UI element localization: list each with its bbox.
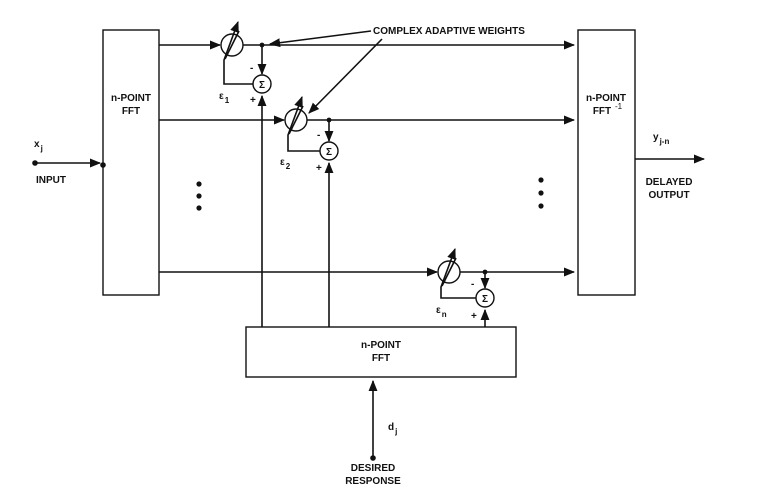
right-inverse-fft-block xyxy=(577,29,636,296)
weight-slash xyxy=(441,257,457,287)
plus-sign: + xyxy=(316,163,322,174)
bottom-fft-label-1: n-POINT xyxy=(361,340,401,351)
left-fft-label-1: n-POINT xyxy=(111,93,151,104)
minus-sign: - xyxy=(250,63,253,74)
summing-symbol: Σ xyxy=(482,294,488,305)
error-feedback-line xyxy=(287,95,320,152)
error-symbol: ε1 xyxy=(219,91,230,105)
minus-sign: - xyxy=(317,130,320,141)
right-fft-superscript: -1 xyxy=(615,102,623,111)
plus-sign: + xyxy=(250,95,256,106)
summing-symbol: Σ xyxy=(259,80,265,91)
ellipsis-dot xyxy=(538,177,544,183)
input-junction xyxy=(100,162,106,168)
error-feedback-line xyxy=(223,20,253,85)
weight-slash xyxy=(224,30,240,60)
channel-2: Σ - + ε2 xyxy=(159,95,576,327)
desired-label-2: RESPONSE xyxy=(345,476,401,487)
ellipsis-dot xyxy=(196,193,202,199)
ellipsis-dot xyxy=(538,203,544,209)
channel-1: Σ - + ε1 xyxy=(159,20,576,327)
desired-label-1: DESIRED xyxy=(351,463,395,474)
output-label-1: DELAYED xyxy=(646,177,693,188)
bottom-fft-block xyxy=(245,326,517,378)
weights-annotation: COMPLEX ADAPTIVE WEIGHTS xyxy=(373,26,525,37)
error-symbol: εn xyxy=(436,305,447,319)
ellipsis-dot xyxy=(538,190,544,196)
ellipsis-dot xyxy=(196,181,202,187)
left-fft-label-2: FFT xyxy=(122,106,140,117)
plus-sign: + xyxy=(471,311,477,322)
bottom-fft-label-2: FFT xyxy=(372,353,390,364)
ellipsis-dot xyxy=(196,205,202,211)
error-feedback-line xyxy=(440,247,476,299)
input-symbol: xj xyxy=(34,139,43,153)
desired-symbol: dj xyxy=(388,422,397,436)
summing-symbol: Σ xyxy=(326,147,332,158)
weight-slash xyxy=(288,105,304,135)
error-symbol: ε2 xyxy=(280,157,291,171)
output-label-2: OUTPUT xyxy=(648,190,689,201)
annotation-pointer-2 xyxy=(308,38,383,114)
channel-n: Σ - + εn xyxy=(159,247,576,327)
input-label: INPUT xyxy=(36,175,66,186)
right-fft-label-2: FFT xyxy=(593,106,611,117)
annotation-pointer-1 xyxy=(268,30,372,48)
left-fft-block xyxy=(102,29,160,296)
right-fft-label-1: n-POINT xyxy=(586,93,626,104)
minus-sign: - xyxy=(471,279,474,290)
output-symbol: yj-n xyxy=(653,132,669,146)
